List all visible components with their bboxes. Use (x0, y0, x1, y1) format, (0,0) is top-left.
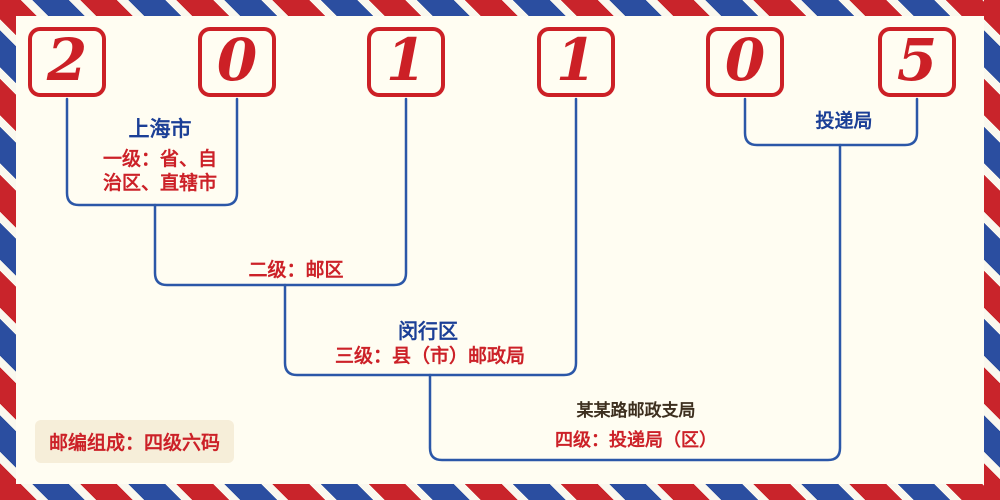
digit-box-5: 0 (706, 27, 784, 97)
digit-4: 1 (555, 26, 597, 94)
digit-box-2: 0 (198, 27, 276, 97)
level2-desc-label: 二级：邮区 (248, 259, 344, 281)
level1-desc-line1: 一级：省、自 (102, 148, 217, 170)
level4-branch-label: 某某路邮政支局 (576, 401, 696, 421)
level1-city-label: 上海市 (128, 117, 192, 141)
airmail-border-right (984, 0, 1000, 500)
digit-6: 5 (896, 26, 938, 94)
digit-2: 0 (216, 26, 258, 94)
level4-desc-label: 四级：投递局（区） (555, 430, 717, 451)
level1-desc-line2: 治区、直辖市 (102, 172, 217, 194)
delivery-office-label: 投递局 (815, 110, 873, 132)
digit-box-1: 2 (28, 27, 106, 97)
digit-box-4: 1 (537, 27, 615, 97)
digit-3: 1 (385, 26, 427, 94)
level3-desc-label: 三级：县（市）邮政局 (334, 345, 525, 367)
footer-note: 邮编组成：四级六码 (35, 420, 235, 463)
digit-1: 2 (46, 26, 88, 94)
airmail-border-bottom (0, 484, 1000, 500)
level3-district-label: 闵行区 (398, 319, 458, 343)
digit-box-3: 1 (367, 27, 445, 97)
digit-5: 0 (724, 26, 766, 94)
airmail-border-top (0, 0, 1000, 16)
digit-box-6: 5 (878, 27, 956, 97)
airmail-border-left (0, 0, 16, 500)
